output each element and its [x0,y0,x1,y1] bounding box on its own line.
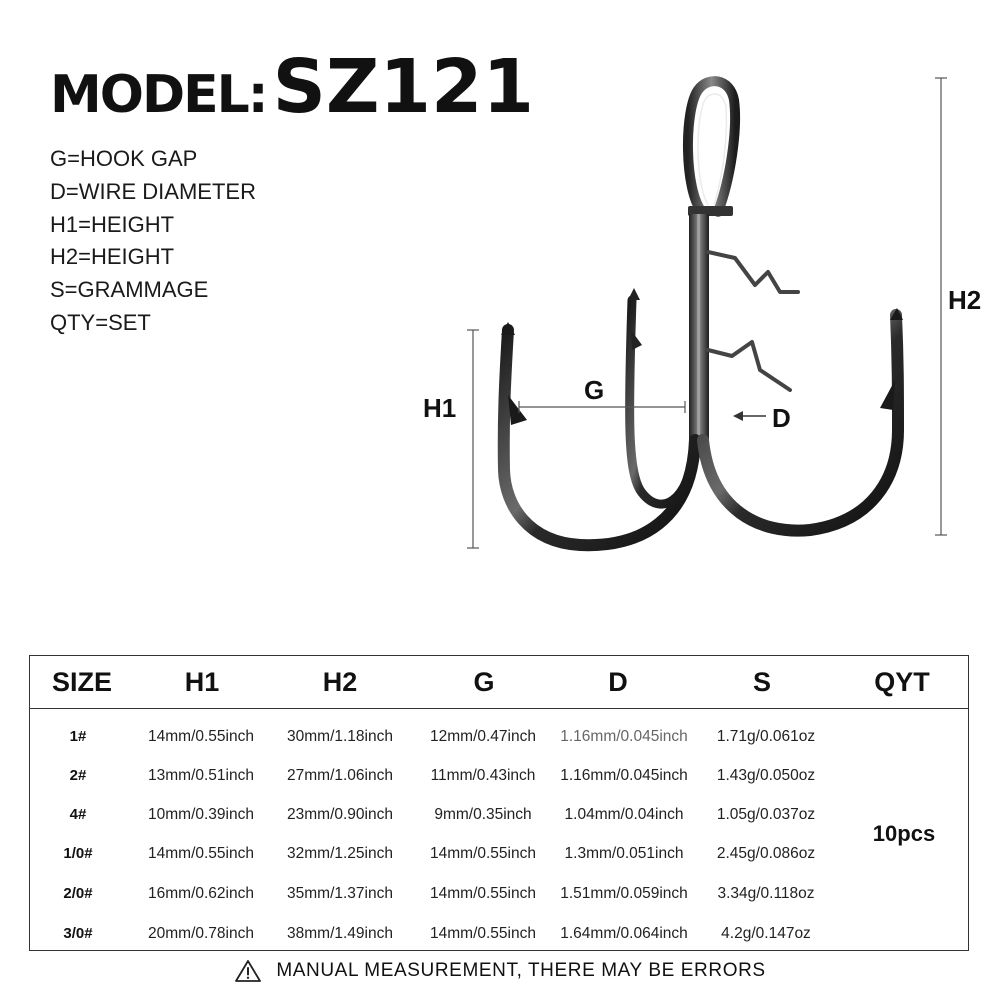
cell-h2: 23mm/0.90inch [287,806,393,823]
cell-g: 9mm/0.35inch [434,806,532,823]
table-row: 2# 13mm/0.51inch 27mm/1.06inch 11mm/0.43… [30,756,968,795]
table-row: 1# 14mm/0.55inch 30mm/1.18inch 12mm/0.47… [30,717,968,756]
header-s: S [752,667,772,697]
note-text: MANUAL MEASUREMENT, THERE MAY BE ERRORS [276,960,766,981]
cell-size: 3/0# [63,925,93,942]
cell-s: 1.43g/0.050oz [716,767,816,784]
cell-h1: 13mm/0.51inch [148,767,254,784]
header-h1: H1 [184,667,220,697]
legend-item-s: S=GRAMMAGE [50,277,209,303]
cell-size: 1# [69,728,87,745]
legend-item-d: D=WIRE DIAMETER [50,178,256,204]
model-title: MODEL:SZ121 [50,44,534,130]
cell-h2: 27mm/1.06inch [287,767,393,784]
cell-h2: 38mm/1.49inch [287,925,393,942]
treble-hook-icon [497,76,905,552]
hook-diagram: H1 H2 G D [423,76,981,552]
cell-g: 14mm/0.55inch [430,885,536,902]
cell-g: 12mm/0.47inch [430,728,536,745]
legend-item-qty: QTY=SET [50,309,151,335]
table-row: 4# 10mm/0.39inch 23mm/0.90inch 9mm/0.35i… [30,795,968,834]
g-dimension: G [518,375,686,413]
cell-size: 4# [69,806,87,823]
table-row: 2/0# 16mm/0.62inch 35mm/1.37inch 14mm/0.… [30,874,968,913]
header-qty: QYT [874,667,930,697]
table-row: 1/0# 14mm/0.55inch 32mm/1.25inch 14mm/0.… [30,834,968,873]
bait-keeper-spring [706,250,800,294]
cell-h1: 20mm/0.78inch [148,925,254,942]
cell-d: 1.16mm/0.045inch [560,728,688,745]
cell-d: 1.3mm/0.051inch [564,845,684,862]
legend-item-h1: H1=HEIGHT [50,211,175,237]
cell-s: 1.05g/0.037oz [716,806,816,823]
cell-size: 1/0# [63,845,93,862]
warning-triangle-icon [235,960,262,982]
cell-d: 1.04mm/0.04inch [564,806,684,823]
cell-s: 2.45g/0.086oz [716,845,816,862]
header-d: D [608,667,628,697]
cell-g: 11mm/0.43inch [430,767,536,784]
cell-d: 1.64mm/0.064inch [560,925,688,942]
h2-dimension: H2 [935,77,981,536]
cell-h1: 14mm/0.55inch [148,728,254,745]
legend-item-g: G=HOOK GAP [50,146,198,171]
dimension-legend: G=HOOK GAP D=WIRE DIAMETER H1=HEIGHT H2=… [50,143,256,340]
cell-size: 2# [69,767,87,784]
d-arrow-icon [733,411,743,421]
legend-item-h2: H2=HEIGHT [50,244,175,270]
hook-collar [688,206,733,216]
model-number: SZ121 [272,44,534,130]
h1-label: H1 [423,393,456,423]
hook-eye [683,76,741,217]
model-label: MODEL: [50,65,269,125]
h1-dimension: H1 [423,329,479,549]
cell-size: 2/0# [63,885,93,902]
cell-d: 1.16mm/0.045inch [560,767,688,784]
qty-value: 10pcs [872,821,936,846]
cell-h2: 32mm/1.25inch [287,845,393,862]
cell-s: 1.71g/0.061oz [716,728,816,745]
g-label: G [584,375,604,405]
cell-h1: 10mm/0.39inch [148,806,254,823]
cell-s: 3.34g/0.118oz [717,885,815,902]
cell-g: 14mm/0.55inch [430,845,536,862]
h2-label: H2 [948,285,981,315]
right-hook [697,309,905,537]
measurement-note: MANUAL MEASUREMENT, THERE MAY BE ERRORS [0,956,1000,986]
header-h2: H2 [322,667,358,697]
cell-d: 1.51mm/0.059inch [560,885,688,902]
d-label: D [772,403,791,433]
cell-h1: 14mm/0.55inch [148,845,254,862]
cell-s: 4.2g/0.147oz [721,925,811,942]
cell-g: 14mm/0.55inch [430,925,536,942]
cell-h2: 35mm/1.37inch [287,885,393,902]
table-row: 3/0# 20mm/0.78inch 38mm/1.49inch 14mm/0.… [30,914,968,953]
left-hook [497,324,701,552]
header-size: SIZE [51,667,113,697]
cell-h2: 30mm/1.18inch [287,728,393,745]
header-g: G [473,667,495,697]
cell-h1: 16mm/0.62inch [148,885,254,902]
d-dimension: D [733,403,791,433]
table-header: SIZE H1 H2 G D S QYT [30,656,968,709]
spec-table: SIZE H1 H2 G D S QYT 1# 14mm/0.55inch 30… [29,655,969,951]
back-hook [625,295,698,509]
